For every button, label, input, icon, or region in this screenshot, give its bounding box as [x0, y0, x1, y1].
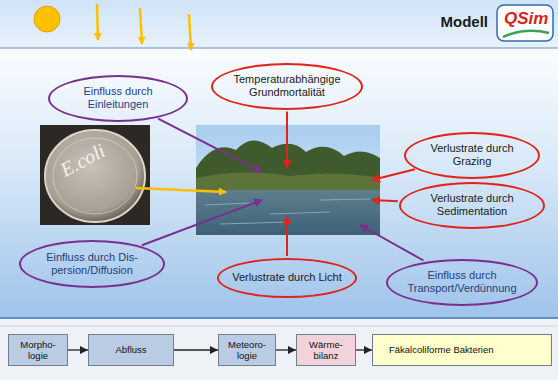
process-box: Morpho- logie	[8, 334, 68, 366]
influence-arrow	[372, 169, 415, 180]
footer-rule	[0, 326, 558, 327]
influence-arrow	[142, 200, 262, 245]
influence-arrow	[158, 119, 262, 172]
petri-photo	[40, 125, 150, 225]
ray-arrow	[97, 4, 98, 40]
petri-dish	[45, 130, 145, 222]
box-label: Abfluss	[115, 344, 146, 355]
logo-text: QSim	[504, 9, 548, 29]
box-label: Meteoro- logie	[222, 339, 272, 362]
box-label: Morpho- logie	[12, 339, 64, 362]
slide-title: Modell	[441, 13, 489, 30]
petri-rim	[53, 138, 137, 214]
influence-arrow	[286, 112, 288, 169]
flow-arrow	[68, 349, 88, 350]
ellipse-callout: Einfluss durch Einleitungen	[48, 75, 188, 122]
header-bar	[0, 0, 558, 48]
main-panel	[0, 48, 558, 318]
ellipse-callout: Verlustrate durch Grazing	[404, 132, 540, 179]
ellipse-callout: Einfluss durch Transport/Verdünnung	[386, 259, 538, 306]
ellipse-callout: Verlustrate durch Licht	[217, 258, 357, 298]
callout-text: Einfluss durch Einleitungen	[62, 85, 174, 111]
ellipse-callout: Verlustrate durch Sedimentation	[399, 182, 545, 229]
process-box: Meteoro- logie	[218, 334, 276, 366]
sun-symbol	[34, 6, 60, 32]
process-box: Fäkalcoliforme Bakterien	[372, 334, 552, 366]
influence-arrow	[286, 216, 288, 256]
ray-arrow	[189, 14, 191, 50]
callout-text: Temperaturabhängige Grundmortalität	[226, 73, 348, 99]
footer-rule	[0, 317, 558, 319]
influence-arrow	[372, 200, 398, 201]
callout-text: Verlustrate durch Sedimentation	[414, 192, 531, 218]
box-label: Fäkalcoliforme Bakterien	[389, 344, 494, 355]
callout-text: Verlustrate durch Grazing	[418, 142, 527, 168]
flow-arrow	[276, 349, 296, 350]
callout-text: Einfluss durch Dis- persion/Diffusion	[34, 251, 151, 277]
influence-arrow	[360, 225, 424, 261]
box-label: Wärme- bilanz	[300, 339, 352, 362]
tree-line	[196, 172, 380, 192]
callout-text: Verlustrate durch Licht	[231, 271, 343, 284]
flow-arrow	[356, 349, 372, 350]
header-rule	[0, 47, 558, 49]
logo-frame	[497, 5, 553, 41]
transfer-arrow	[136, 188, 226, 192]
ellipse-callout: Einfluss durch Dis- persion/Diffusion	[19, 240, 165, 288]
ellipse-callout: Temperaturabhängige Grundmortalität	[211, 63, 363, 110]
logo-swoosh	[503, 31, 549, 37]
process-box: Abfluss	[88, 334, 174, 366]
flow-arrow	[174, 349, 218, 350]
ray-arrow	[140, 8, 142, 44]
footer-bar	[0, 318, 558, 380]
callout-text: Einfluss durch Transport/Verdünnung	[401, 269, 523, 295]
process-box: Wärme- bilanz	[296, 334, 356, 366]
